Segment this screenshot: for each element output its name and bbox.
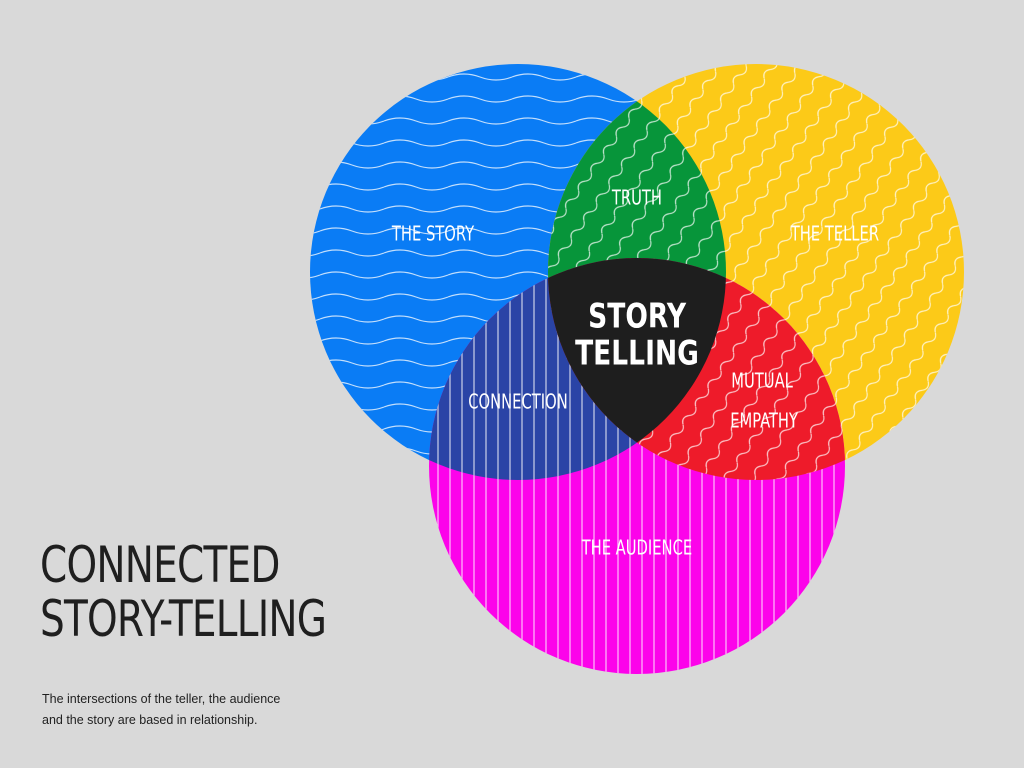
caption-line-2: and the story are based in relationship. bbox=[42, 713, 258, 727]
label-connection: CONNECTION bbox=[468, 391, 567, 414]
title-line-1: CONNECTED bbox=[40, 536, 280, 594]
label-the-story: THE STORY bbox=[391, 223, 475, 246]
label-telling: TELLING bbox=[575, 334, 699, 373]
caption-text: The intersections of the teller, the aud… bbox=[42, 689, 342, 731]
title-line-2: STORY-TELLING bbox=[40, 590, 327, 648]
label-truth: TRUTH bbox=[611, 187, 662, 210]
page-title: CONNECTED STORY-TELLING bbox=[40, 538, 352, 646]
label-the-audience: THE AUDIENCE bbox=[581, 537, 692, 560]
caption-line-1: The intersections of the teller, the aud… bbox=[42, 692, 281, 706]
label-the-teller: THE TELLER bbox=[790, 223, 879, 246]
label-mutual: MUTUAL bbox=[731, 370, 793, 393]
label-empathy: EMPATHY bbox=[730, 410, 799, 433]
label-story: STORY bbox=[588, 297, 687, 336]
